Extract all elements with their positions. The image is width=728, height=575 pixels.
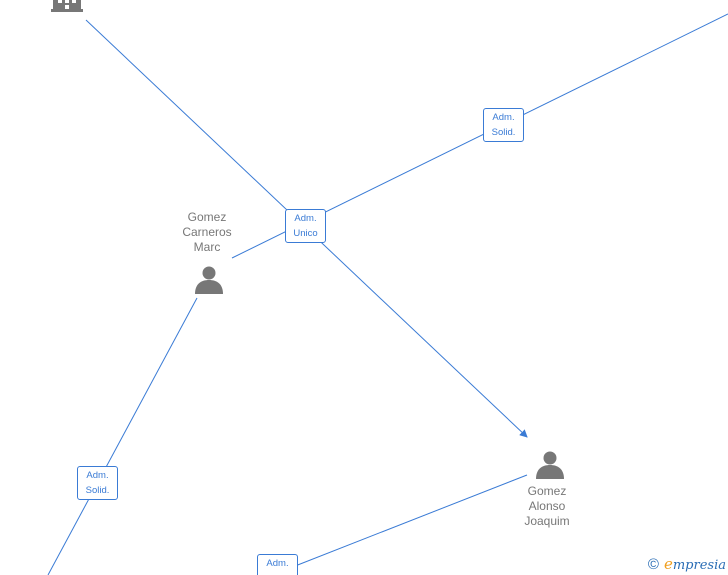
brand-initial: e [663,555,673,573]
edge-label-line: Adm. [294,213,317,224]
brand-name: mpresia [672,558,726,573]
footer-brand: © empresia [648,555,726,573]
person-name-gomez-alonso[interactable]: Gomez Alonso Joaquim [502,484,592,529]
edge-label-adm-unico[interactable]: Adm. Unico [285,209,326,243]
person-name-gomez-carneros[interactable]: Gomez Carneros Marc [162,210,252,255]
brand-logo: empresia [664,555,726,573]
person-name-line: Gomez [187,210,227,224]
person-name-line: Joaquim [524,514,570,528]
person-name-line: Gomez [527,484,567,498]
person-name-line: Alonso [528,499,566,513]
person-name-line: Marc [193,240,221,254]
edge-label-line: Adm. [266,558,289,569]
edge-label-line: Adm. [492,112,515,123]
edge-label-line: Adm. [86,470,109,481]
edge-label-adm-solid-top[interactable]: Adm. Solid. [483,108,524,142]
edge-label-adm-bottom[interactable]: Adm. [257,554,298,575]
person-icon[interactable] [194,264,224,294]
edge-label-adm-solid-bottom[interactable]: Adm. Solid. [77,466,118,500]
edge-label-line: Solid. [85,485,110,496]
person-icon[interactable] [535,449,565,479]
edge-label-line: Solid. [491,127,516,138]
edge-carneros-to-bottom-left [47,297,198,575]
person-name-line: Carneros [182,225,232,239]
edge-alonso-to-bottom [289,474,528,569]
copyright-symbol: © [647,555,659,573]
edge-label-line: Unico [293,228,318,239]
building-icon[interactable] [51,0,83,12]
